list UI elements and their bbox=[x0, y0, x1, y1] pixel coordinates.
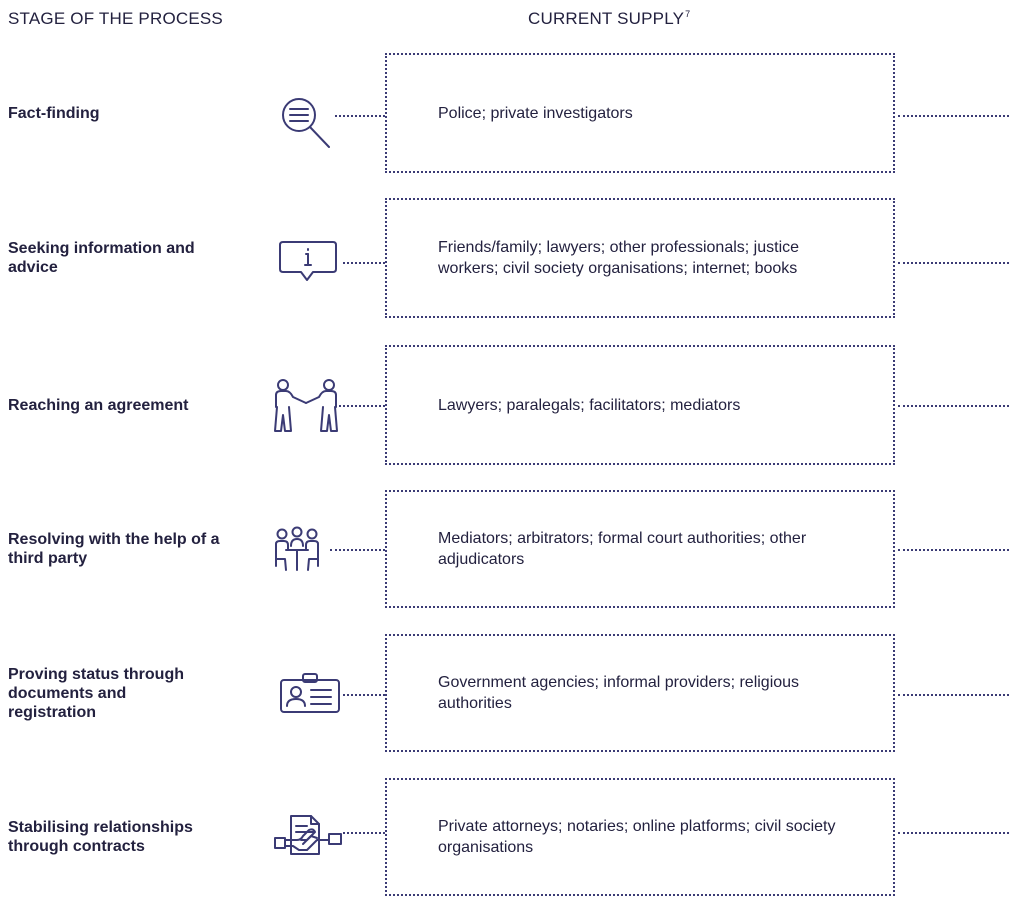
header-stage: STAGE OF THE PROCESS bbox=[8, 9, 223, 28]
supply-text: Mediators; arbitrators; formal court aut… bbox=[438, 530, 807, 568]
stage-label: Reaching an agreement bbox=[8, 345, 248, 465]
supply-box: Mediators; arbitrators; formal court aut… bbox=[385, 490, 895, 608]
connector-dots bbox=[343, 262, 385, 264]
contract-handshake-icon bbox=[273, 810, 345, 860]
stage-label: Fact-finding bbox=[8, 53, 248, 173]
connector-dots bbox=[335, 115, 385, 117]
process-row: Proving status through documents and reg… bbox=[0, 634, 1009, 752]
process-row: Fact-finding Police; private investigato… bbox=[0, 53, 1009, 173]
connector-dots bbox=[343, 832, 385, 834]
info-bubble-icon bbox=[273, 240, 345, 284]
process-row: Reaching an agreement Lawyers; paralegal… bbox=[0, 345, 1009, 465]
three-people-table-icon bbox=[273, 526, 345, 574]
supply-text: Lawyers; paralegals; facilitators; media… bbox=[438, 396, 741, 414]
stage-label-text: Seeking information and advice bbox=[8, 240, 195, 276]
supply-text: Friends/family; lawyers; other professio… bbox=[438, 239, 800, 277]
connector-dots bbox=[330, 549, 385, 551]
supply-box: Private attorneys; notaries; online plat… bbox=[385, 778, 895, 896]
process-row: Seeking information and advice Friends/f… bbox=[0, 198, 1009, 318]
stage-label-text: Reaching an agreement bbox=[8, 396, 189, 414]
footnote-marker: 7 bbox=[685, 9, 691, 19]
stage-label: Proving status through documents and reg… bbox=[8, 634, 248, 752]
stage-label-text: Fact-finding bbox=[8, 104, 100, 122]
supply-text: Government agencies; informal providers;… bbox=[438, 674, 800, 712]
id-card-icon bbox=[273, 672, 345, 716]
stage-label-text: Resolving with the help of a third party bbox=[8, 531, 220, 567]
stage-label: Resolving with the help of a third party bbox=[8, 490, 248, 608]
connector-dots bbox=[898, 262, 1009, 264]
supply-box: Government agencies; informal providers;… bbox=[385, 634, 895, 752]
handshake-people-icon bbox=[273, 377, 345, 435]
supply-box: Friends/family; lawyers; other professio… bbox=[385, 198, 895, 318]
connector-dots bbox=[898, 115, 1009, 117]
header-supply: CURRENT SUPPLY7 bbox=[528, 9, 690, 29]
supply-text: Police; private investigators bbox=[438, 104, 633, 122]
supply-box: Police; private investigators bbox=[385, 53, 895, 173]
connector-dots bbox=[343, 694, 385, 696]
stage-label: Seeking information and advice bbox=[8, 198, 248, 318]
stage-label-text: Proving status through documents and reg… bbox=[8, 665, 184, 721]
stage-label: Stabilising relationships through contra… bbox=[8, 778, 248, 896]
connector-dots bbox=[898, 405, 1009, 407]
supply-box: Lawyers; paralegals; facilitators; media… bbox=[385, 345, 895, 465]
connector-dots bbox=[898, 694, 1009, 696]
stage-label-text: Stabilising relationships through contra… bbox=[8, 819, 193, 855]
process-row: Resolving with the help of a third party… bbox=[0, 490, 1009, 608]
connector-dots bbox=[898, 549, 1009, 551]
supply-text: Private attorneys; notaries; online plat… bbox=[438, 818, 836, 856]
magnifier-document-icon bbox=[273, 91, 345, 149]
connector-dots bbox=[335, 405, 385, 407]
connector-dots bbox=[898, 832, 1009, 834]
header-supply-label: CURRENT SUPPLY bbox=[528, 9, 685, 28]
process-row: Stabilising relationships through contra… bbox=[0, 778, 1009, 896]
